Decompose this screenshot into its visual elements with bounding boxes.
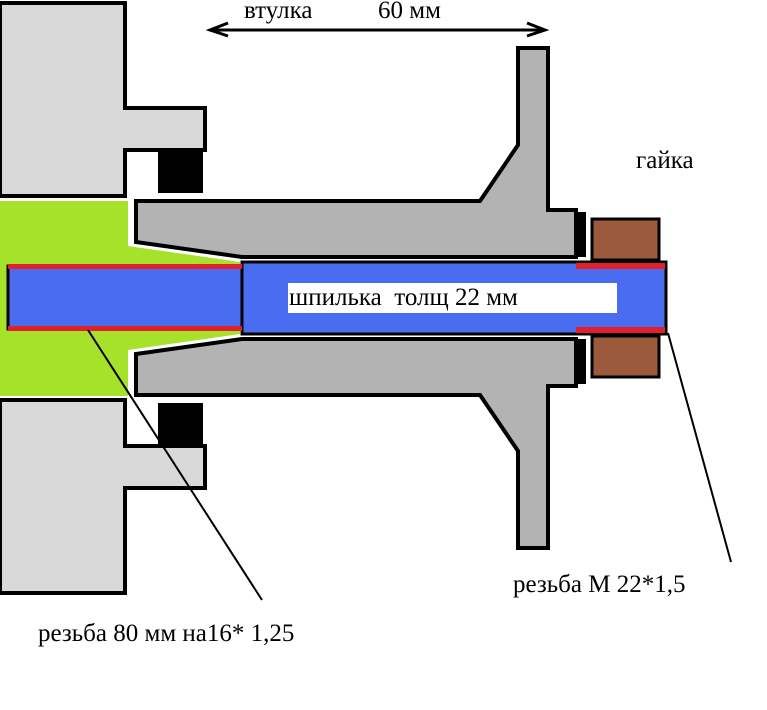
nut-top: [590, 217, 661, 262]
thread-right-top: [576, 263, 665, 269]
washer-bottom: [575, 339, 586, 384]
stud-left: [6, 264, 244, 331]
leader-right: [667, 332, 732, 563]
seal-top: [158, 150, 203, 193]
thread-right-bottom: [576, 327, 665, 333]
arrow-left-icon: [205, 21, 229, 38]
housing-top: [0, 1, 207, 198]
thread-left-bottom: [8, 326, 242, 331]
nut-label: гайка: [636, 147, 694, 174]
seal-bottom: [158, 403, 203, 446]
nut-bottom: [590, 334, 661, 379]
thread-right-label: резьба М 22*1,5: [513, 571, 686, 598]
thread-left-label: резьба 80 мм на16* 1,25: [38, 620, 295, 647]
washer-top: [575, 212, 586, 257]
hub-bottom: [134, 337, 578, 550]
housing-bottom: [0, 398, 207, 595]
hub-top: [134, 46, 578, 259]
sleeve-label: втулка: [244, 0, 313, 24]
arrow-right-icon: [526, 21, 550, 38]
stud-label-box: [288, 283, 617, 313]
thread-left-top: [8, 264, 242, 269]
stud-label: шпилька толщ 22 мм: [289, 284, 518, 311]
length-label: 60 мм: [378, 0, 441, 24]
leader-left: [87, 329, 263, 601]
